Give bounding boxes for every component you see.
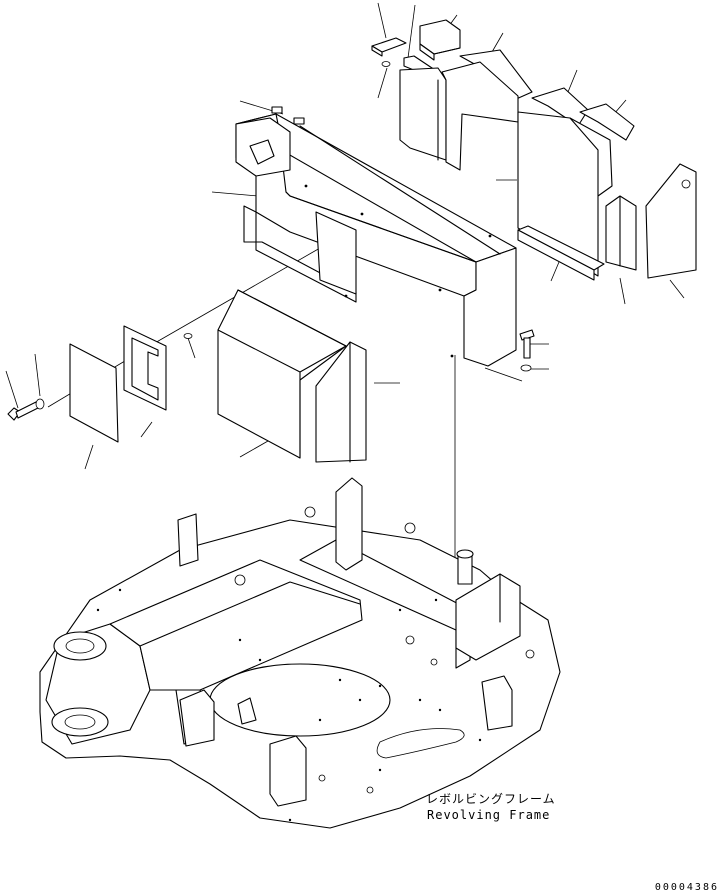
foam-covers	[217, 289, 367, 463]
main-housing	[235, 106, 517, 367]
document-number: 00004386	[654, 882, 719, 893]
inspection-cover-parts	[7, 325, 535, 443]
top-seals	[371, 19, 697, 281]
frame-label-en: Revolving Frame	[427, 808, 551, 822]
revolving-frame	[39, 477, 561, 829]
frame-label-jp: レボルビングフレーム	[426, 792, 556, 806]
